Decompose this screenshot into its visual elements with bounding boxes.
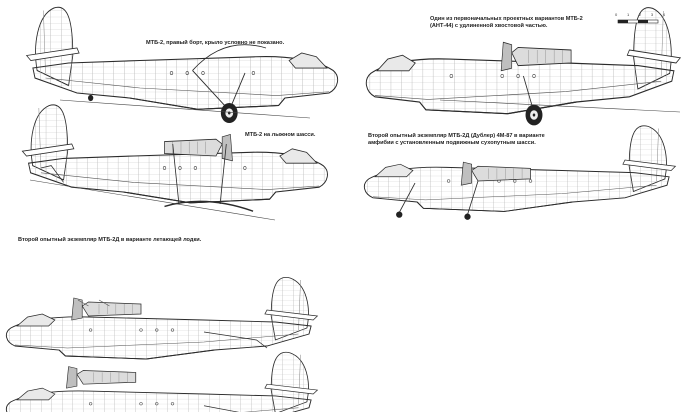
- scale-tick-4: 4: [662, 12, 665, 17]
- caption-view1: МТБ-2, правый борт, крыло условно не пок…: [146, 40, 285, 46]
- caption-view2: МТБ-2 на лыжном шасси.: [245, 132, 316, 138]
- caption-view5: Один из первоначальных проектных вариант…: [430, 16, 583, 29]
- ground-line-view2: [29, 179, 276, 221]
- scale-tick-2: 2: [638, 12, 642, 17]
- scale-tick-0: 0: [615, 12, 618, 17]
- scale-tick-3: 3: [650, 12, 654, 17]
- caption-view3: Второй опытный экземпляр МТБ-2Д в вариан…: [18, 237, 202, 243]
- ground-line-view1: [59, 99, 311, 119]
- view-mtb2d-amphibian: [363, 125, 676, 220]
- view-mtb2-skis: [21, 104, 328, 212]
- scale-tick-1: 1: [626, 12, 630, 17]
- view-mtb2d-variant: [5, 351, 318, 412]
- ground-line-view5: [439, 99, 681, 113]
- caption-view6: Второй опытный экземпляр МТБ-2Д (Дублер)…: [368, 133, 545, 146]
- view-mtb2d-boat: [5, 276, 318, 360]
- view-mtb2-side: [26, 6, 339, 124]
- scale-bar-labels: 0 1 2 3 4: [615, 12, 665, 17]
- view-ant44-early: [365, 7, 681, 127]
- scale-bar: [617, 19, 659, 24]
